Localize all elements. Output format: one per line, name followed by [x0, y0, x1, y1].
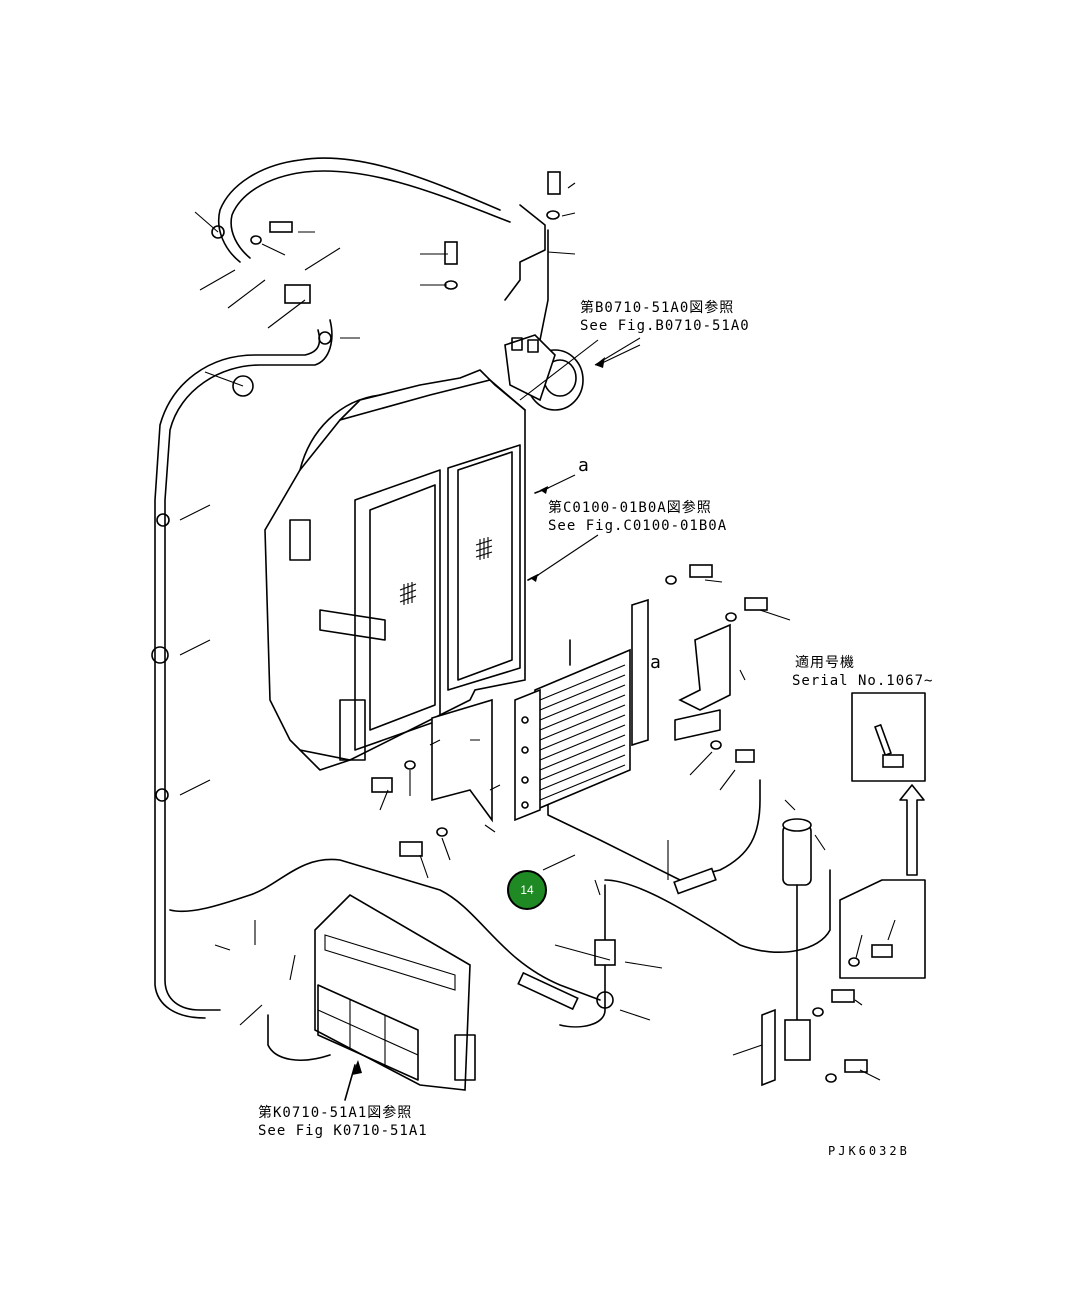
- radiator-ref-jp: 第C0100-01B0A図参照: [548, 500, 712, 516]
- receiver-drier: [761, 818, 812, 1087]
- lower-pipe: [169, 858, 601, 1001]
- mount-bracket: [631, 598, 649, 747]
- serial-jp: 適用号機: [795, 655, 855, 671]
- left-pipe: [164, 319, 333, 1011]
- heater-ref-jp: 第K0710-51A1図参照: [258, 1105, 413, 1121]
- marker-a-top: a: [578, 455, 590, 476]
- callout-14[interactable]: 14: [507, 870, 547, 910]
- heater-ref-en: See Fig K0710-51A1: [258, 1123, 428, 1139]
- upper-hose: [218, 157, 501, 263]
- arrows: [344, 357, 605, 1101]
- detail-frame: [839, 879, 926, 979]
- leader-lines: [179, 182, 896, 1081]
- bracket-plate: [431, 698, 493, 823]
- callout-number: 14: [520, 883, 534, 897]
- radiator: [264, 369, 526, 771]
- radiator-ref-en: See Fig.C0100-01B0A: [548, 518, 728, 534]
- compressor-ref-jp: 第B0710-51A0図参照: [580, 300, 735, 316]
- serial-en: Serial No.1067~: [792, 673, 934, 689]
- compressor-ref-en: See Fig.B0710-51A0: [580, 318, 750, 334]
- compressor: [504, 334, 584, 411]
- condenser: [514, 639, 631, 822]
- serial-detail-box: [851, 692, 926, 782]
- clamps: [151, 225, 614, 1009]
- heater-unit: [314, 893, 476, 1091]
- bolts: [269, 171, 893, 1073]
- drawing-code: PJK6032B: [828, 1144, 910, 1158]
- marker-a-bracket: a: [650, 652, 662, 673]
